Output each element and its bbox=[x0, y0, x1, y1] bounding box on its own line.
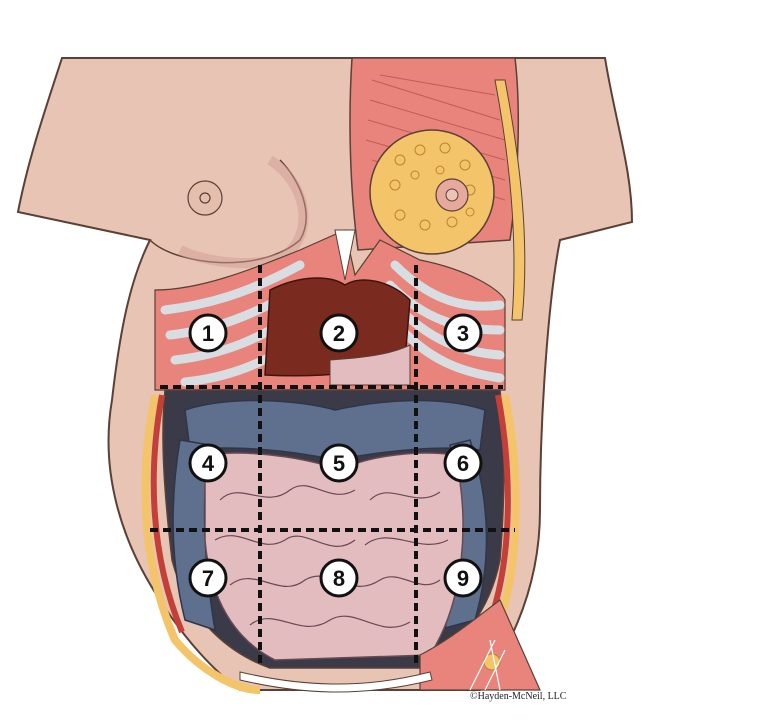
region-number-label: 4 bbox=[202, 451, 215, 476]
pubic-bone bbox=[239, 671, 433, 693]
region-marker-2: 2 bbox=[319, 313, 359, 353]
region-number-label: 9 bbox=[457, 566, 469, 591]
left-wall-layers bbox=[141, 394, 261, 694]
left-nipple bbox=[199, 192, 211, 204]
region-marker-circle bbox=[443, 558, 483, 598]
region-marker-circle bbox=[188, 558, 228, 598]
region-marker-circle bbox=[188, 313, 228, 353]
copyright-credit: ©Hayden-McNeil, LLC bbox=[470, 691, 567, 702]
region-number-label: 7 bbox=[202, 566, 214, 591]
right-wall-layers bbox=[496, 394, 520, 622]
region-number-label: 2 bbox=[333, 321, 345, 346]
region-marker-circle bbox=[319, 558, 359, 598]
region-marker-1: 1 bbox=[188, 313, 228, 353]
region-number-label: 8 bbox=[333, 566, 345, 591]
region-number-label: 5 bbox=[333, 451, 345, 476]
region-number-label: 6 bbox=[457, 451, 469, 476]
region-marker-circle bbox=[319, 443, 359, 483]
region-markers: 1 2 3 4 5 6 7 8 9 bbox=[188, 313, 483, 598]
region-marker-circle bbox=[188, 443, 228, 483]
right-wall-muscle bbox=[489, 394, 511, 616]
inguinal-vessels bbox=[469, 639, 506, 691]
stomach-hint bbox=[329, 344, 411, 386]
right-body-wall-fat bbox=[494, 79, 526, 321]
region-grid-lines bbox=[150, 265, 515, 668]
region-marker-circle bbox=[319, 313, 359, 353]
region-marker-3: 3 bbox=[443, 313, 483, 353]
region-number-label: 1 bbox=[202, 321, 214, 346]
region-marker-circle bbox=[443, 443, 483, 483]
region-marker-5: 5 bbox=[319, 443, 359, 483]
region-number-label: 3 bbox=[457, 321, 469, 346]
region-marker-9: 9 bbox=[443, 558, 483, 598]
left-areola bbox=[187, 180, 223, 216]
region-marker-7: 7 bbox=[188, 558, 228, 598]
left-wall-muscle bbox=[150, 394, 185, 634]
small-intestine bbox=[204, 452, 464, 661]
region-marker-4: 4 bbox=[188, 443, 228, 483]
inguinal-area bbox=[419, 599, 541, 691]
right-nipple bbox=[445, 188, 459, 202]
region-marker-6: 6 bbox=[443, 443, 483, 483]
mammary-gland bbox=[369, 129, 495, 255]
region-marker-8: 8 bbox=[319, 558, 359, 598]
xiphoid-process bbox=[334, 229, 356, 281]
region-marker-circle bbox=[443, 313, 483, 353]
